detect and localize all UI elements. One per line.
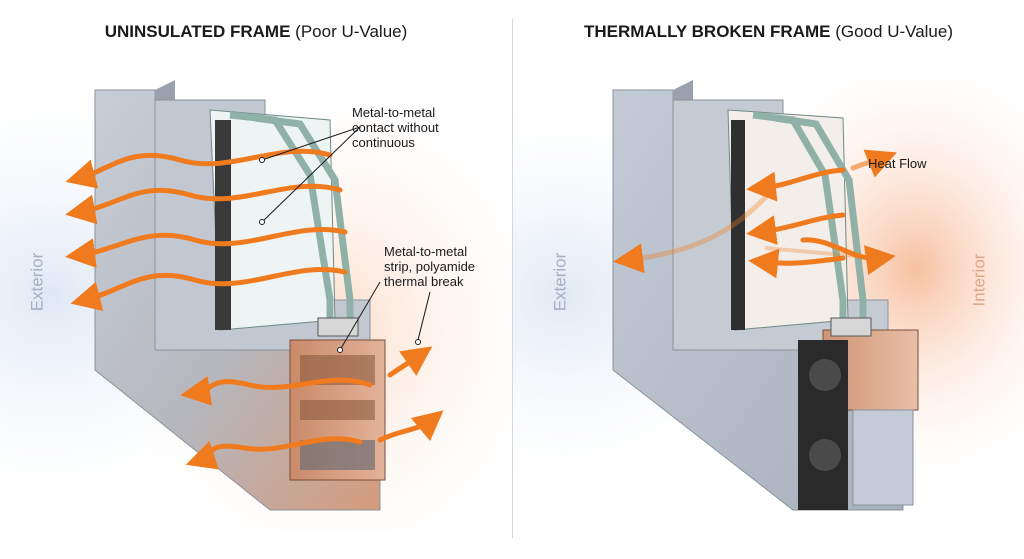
exterior-label: Exterior	[27, 253, 47, 312]
title-light: (Poor U-Value)	[295, 22, 407, 41]
panel-title: THERMALLY BROKEN FRAME (Good U-Value)	[513, 22, 1024, 42]
title-light: (Good U-Value)	[835, 22, 953, 41]
uninsulated-frame-panel: UNINSULATED FRAME (Poor U-Value) Metal-t…	[0, 0, 512, 559]
title-bold: THERMALLY BROKEN FRAME	[584, 22, 831, 41]
exterior-label: Exterior	[550, 253, 570, 312]
interior-label: Interior	[969, 254, 989, 307]
callout-polyamide-strip: Metal-to-metal strip, polyamide thermal …	[384, 244, 475, 289]
callout-metal-contact: Metal-to-metal contact without continuou…	[352, 105, 439, 150]
thermally-broken-frame-illustration	[513, 0, 1024, 559]
thermally-broken-frame-panel: THERMALLY BROKEN FRAME (Good U-Value) He…	[513, 0, 1024, 559]
heat-flow-label: Heat Flow	[868, 156, 927, 171]
title-bold: UNINSULATED FRAME	[105, 22, 291, 41]
panel-title: UNINSULATED FRAME (Poor U-Value)	[0, 22, 512, 42]
